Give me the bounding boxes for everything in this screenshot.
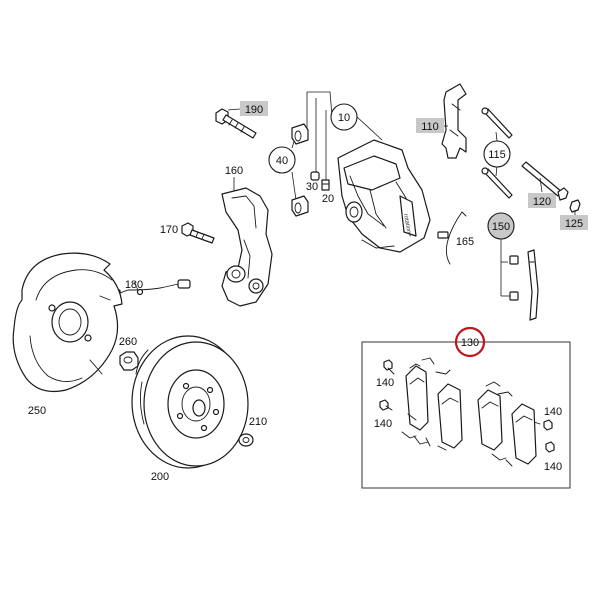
label-110: 110	[421, 121, 439, 133]
part-250-splash-shield	[12, 252, 123, 393]
label-20: 20	[322, 193, 334, 205]
label-30: 30	[306, 181, 318, 193]
label-40: 40	[276, 155, 288, 167]
part-120-pin	[521, 161, 569, 208]
label-165: 165	[456, 236, 474, 248]
part-150-wear-sensor	[487, 212, 539, 321]
label-190: 190	[245, 104, 263, 116]
label-170: 170	[160, 224, 178, 236]
label-120: 120	[533, 196, 551, 208]
part-180-sensor-cable	[111, 279, 191, 299]
label-115: 115	[488, 149, 506, 161]
label-150: 150	[492, 221, 510, 233]
label-250: 250	[28, 405, 46, 417]
part-200-brake-disc	[131, 335, 249, 469]
label-140-a: 140	[376, 377, 394, 389]
label-180: 180	[125, 279, 143, 291]
highlight-circle-130	[454, 326, 486, 358]
label-140-b: 140	[374, 418, 392, 430]
part-20-bleeder	[321, 179, 330, 191]
part-160-caliper-carrier	[221, 177, 273, 307]
part-110-spring-clip	[416, 83, 467, 159]
label-10: 10	[338, 112, 350, 124]
label-200: 200	[151, 471, 169, 483]
label-140-d: 140	[544, 461, 562, 473]
part-130-brake-pad-kit	[361, 326, 571, 489]
label-125: 125	[565, 218, 583, 230]
label-160: 160	[225, 165, 243, 177]
part-165-wire-spring	[437, 211, 467, 265]
svg-text:rotation: rotation	[402, 213, 411, 234]
part-115-guide-pins	[481, 107, 513, 199]
part-170-bolt	[181, 222, 215, 244]
part-260-nut	[119, 351, 139, 371]
label-210: 210	[249, 416, 267, 428]
part-210-screw	[238, 433, 254, 447]
part-40-guide-bushings	[268, 123, 309, 217]
label-260: 260	[119, 336, 137, 348]
part-190-bolt	[215, 101, 268, 139]
part-125-screw	[560, 199, 588, 230]
label-140-c: 140	[544, 406, 562, 418]
label-130: 130	[461, 337, 479, 349]
part-10-caliper: rotation	[306, 91, 431, 253]
part-30-cap	[310, 171, 320, 181]
